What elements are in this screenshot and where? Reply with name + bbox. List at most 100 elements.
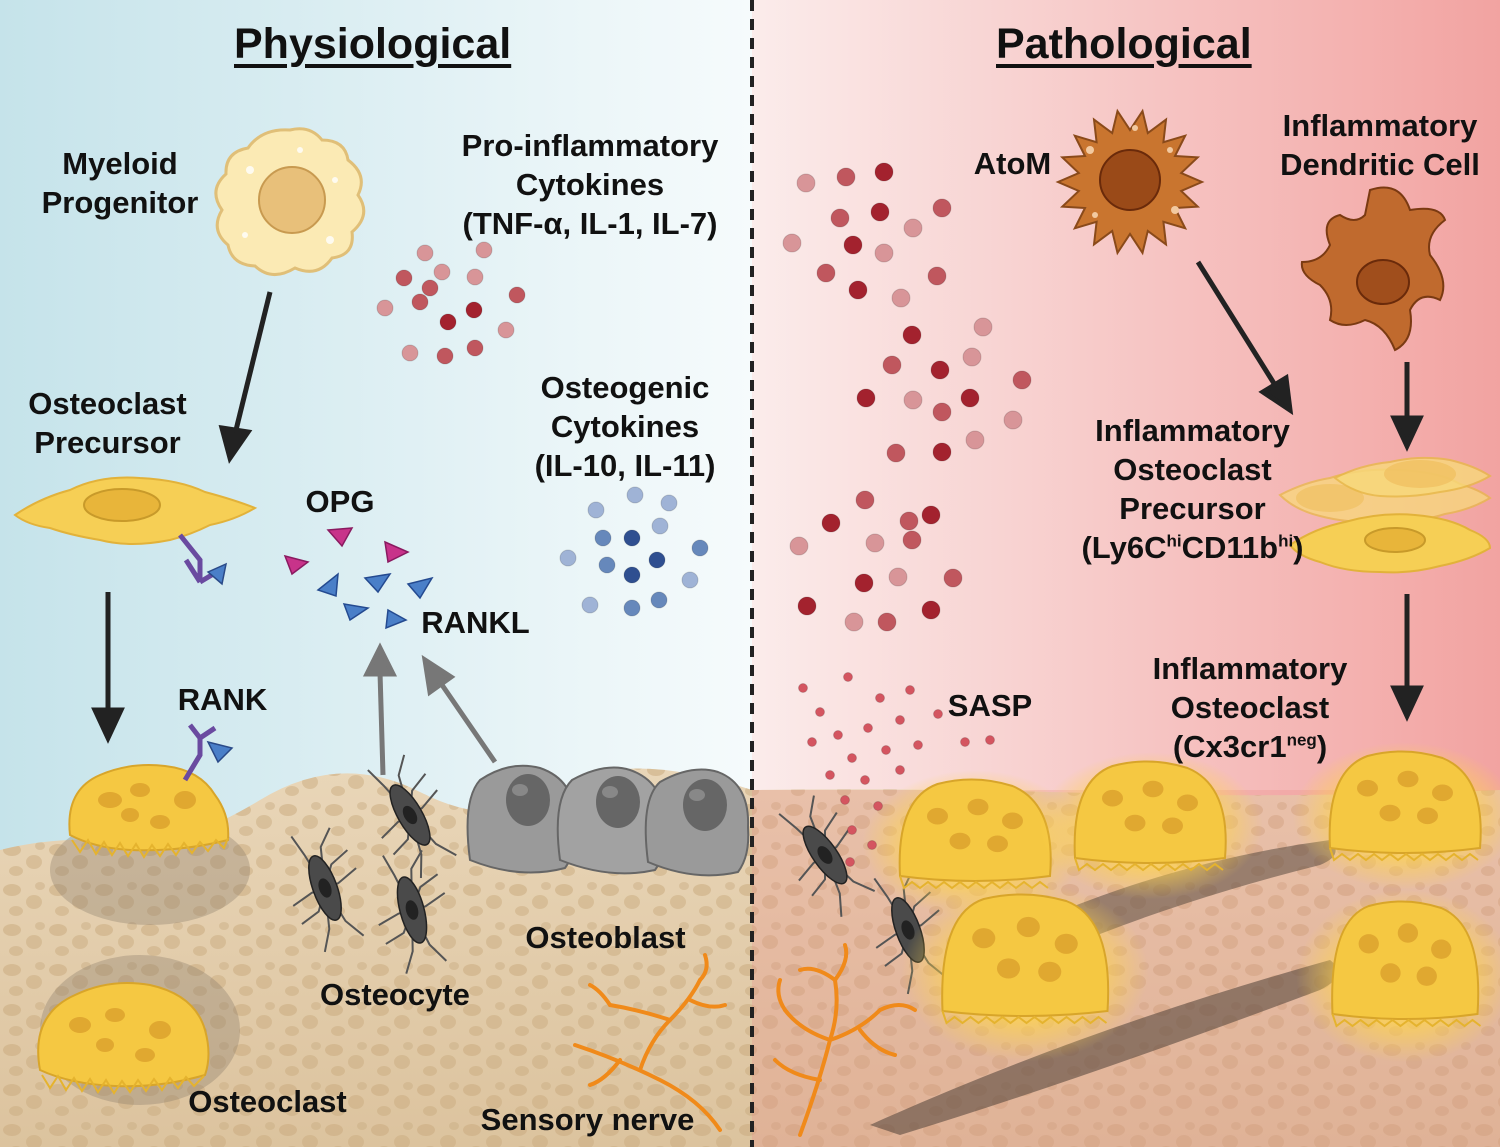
differentiation-arrow	[1195, 260, 1294, 416]
cx3cr1-marker: (Cx3cr1neg)	[1172, 729, 1328, 764]
inflammatory-osteoclast	[1292, 742, 1500, 890]
opg-molecules	[283, 527, 410, 576]
myeloid-progenitor-cell	[214, 127, 366, 276]
inflammatory-dendritic-cell	[1300, 186, 1447, 352]
inflammatory-osteoclast	[1037, 752, 1263, 900]
cytokine-dot	[433, 263, 451, 281]
cytokine-dot	[691, 539, 709, 557]
secretion-arrow	[362, 642, 398, 776]
osteoclast-cell	[68, 764, 230, 859]
rank-receptor	[178, 533, 228, 586]
cytokine-dot	[821, 513, 841, 533]
sasp-dot	[847, 825, 857, 835]
sasp-dot	[815, 707, 825, 717]
osteoclast-label: Osteoclast	[188, 1084, 347, 1119]
rank-label: RANK	[177, 682, 268, 717]
cytokine-dot	[623, 599, 641, 617]
cytokine-dot	[932, 442, 952, 462]
sasp-dot	[807, 737, 817, 747]
cytokine-dot	[973, 317, 993, 337]
cytokine-dot	[943, 568, 963, 588]
cytokine-dot	[401, 344, 419, 362]
cytokine-dot	[854, 573, 874, 593]
sasp-dot	[895, 715, 905, 725]
cytokine-dot	[921, 600, 941, 620]
cytokine-dot	[797, 596, 817, 616]
sensory-nerve-label: Sensory nerve	[480, 1102, 695, 1137]
cytokine-dot	[903, 218, 923, 238]
cytokine-dot	[623, 529, 641, 547]
cytokine-dot	[648, 551, 666, 569]
cytokine-dot	[466, 268, 484, 286]
cytokine-dot	[411, 293, 429, 311]
cytokine-dot	[581, 596, 599, 614]
cytokine-dot	[660, 494, 678, 512]
sasp-dot	[873, 801, 883, 811]
inflammatory-osteoclast	[1296, 889, 1500, 1063]
differentiation-arrow	[218, 291, 273, 464]
cytokine-dot	[882, 355, 902, 375]
cytokine-dot	[376, 299, 394, 317]
cytokine-dot	[848, 280, 868, 300]
cytokine-dot	[932, 198, 952, 218]
pro-inflammatory-cytokines	[376, 241, 526, 365]
cytokine-dot	[830, 208, 850, 228]
inflammatory-osteoclast	[862, 770, 1088, 918]
cytokine-dot	[475, 241, 493, 259]
osteocyte	[290, 827, 365, 953]
cytokine-dot	[902, 325, 922, 345]
cytokine-dot	[932, 402, 952, 422]
cytokine-dot	[497, 321, 515, 339]
osteogenic-cytokines	[559, 486, 709, 617]
cytokine-dot	[891, 288, 911, 308]
cytokine-dot	[921, 505, 941, 525]
cytokine-dot	[623, 566, 641, 584]
atom-label: AtoM	[973, 146, 1052, 181]
cytokine-dot	[902, 530, 922, 550]
cytokine-dot	[965, 430, 985, 450]
cytokine-dot	[874, 162, 894, 182]
rank-receptor	[182, 723, 234, 782]
sasp-dot	[895, 765, 905, 775]
sasp-dot	[867, 840, 877, 850]
sasp-dot	[863, 723, 873, 733]
osteocyte-label: Osteocyte	[320, 977, 470, 1012]
cytokine-dot	[1003, 410, 1023, 430]
cytokine-dot	[870, 202, 890, 222]
pathological-title: Pathological	[996, 20, 1252, 68]
cytokine-dot	[960, 388, 980, 408]
differentiation-arrow	[1390, 362, 1424, 452]
cytokine-dot	[587, 501, 605, 519]
cytokine-dot	[877, 612, 897, 632]
opg-label: OPG	[305, 484, 375, 519]
sasp-dot	[875, 693, 885, 703]
osteoclast-precursor-cell	[13, 476, 258, 545]
secretion-arrow	[421, 654, 498, 764]
cytokine-dot	[865, 533, 885, 553]
cytokine-dot	[651, 517, 669, 535]
sasp-dot	[840, 795, 850, 805]
sasp-dot	[985, 735, 995, 745]
cytokine-dot	[816, 263, 836, 283]
sasp-dot	[905, 685, 915, 695]
cytokine-dot	[466, 339, 484, 357]
cytokine-dot	[874, 243, 894, 263]
sasp-dot	[847, 753, 857, 763]
physiological-title: Physiological	[234, 20, 512, 68]
cytokine-dot	[927, 266, 947, 286]
pro-inflammatory-cytokines-pathological	[782, 162, 1032, 632]
cytokine-dot	[886, 443, 906, 463]
osteocyte	[378, 849, 448, 974]
sasp-dot	[798, 683, 808, 693]
cytokine-dot	[843, 235, 863, 255]
cytokine-dot	[844, 612, 864, 632]
cytokine-dot	[855, 490, 875, 510]
inflammatory-osteoclast-precursor-cells	[1278, 456, 1492, 574]
cytokine-dot	[681, 571, 699, 589]
